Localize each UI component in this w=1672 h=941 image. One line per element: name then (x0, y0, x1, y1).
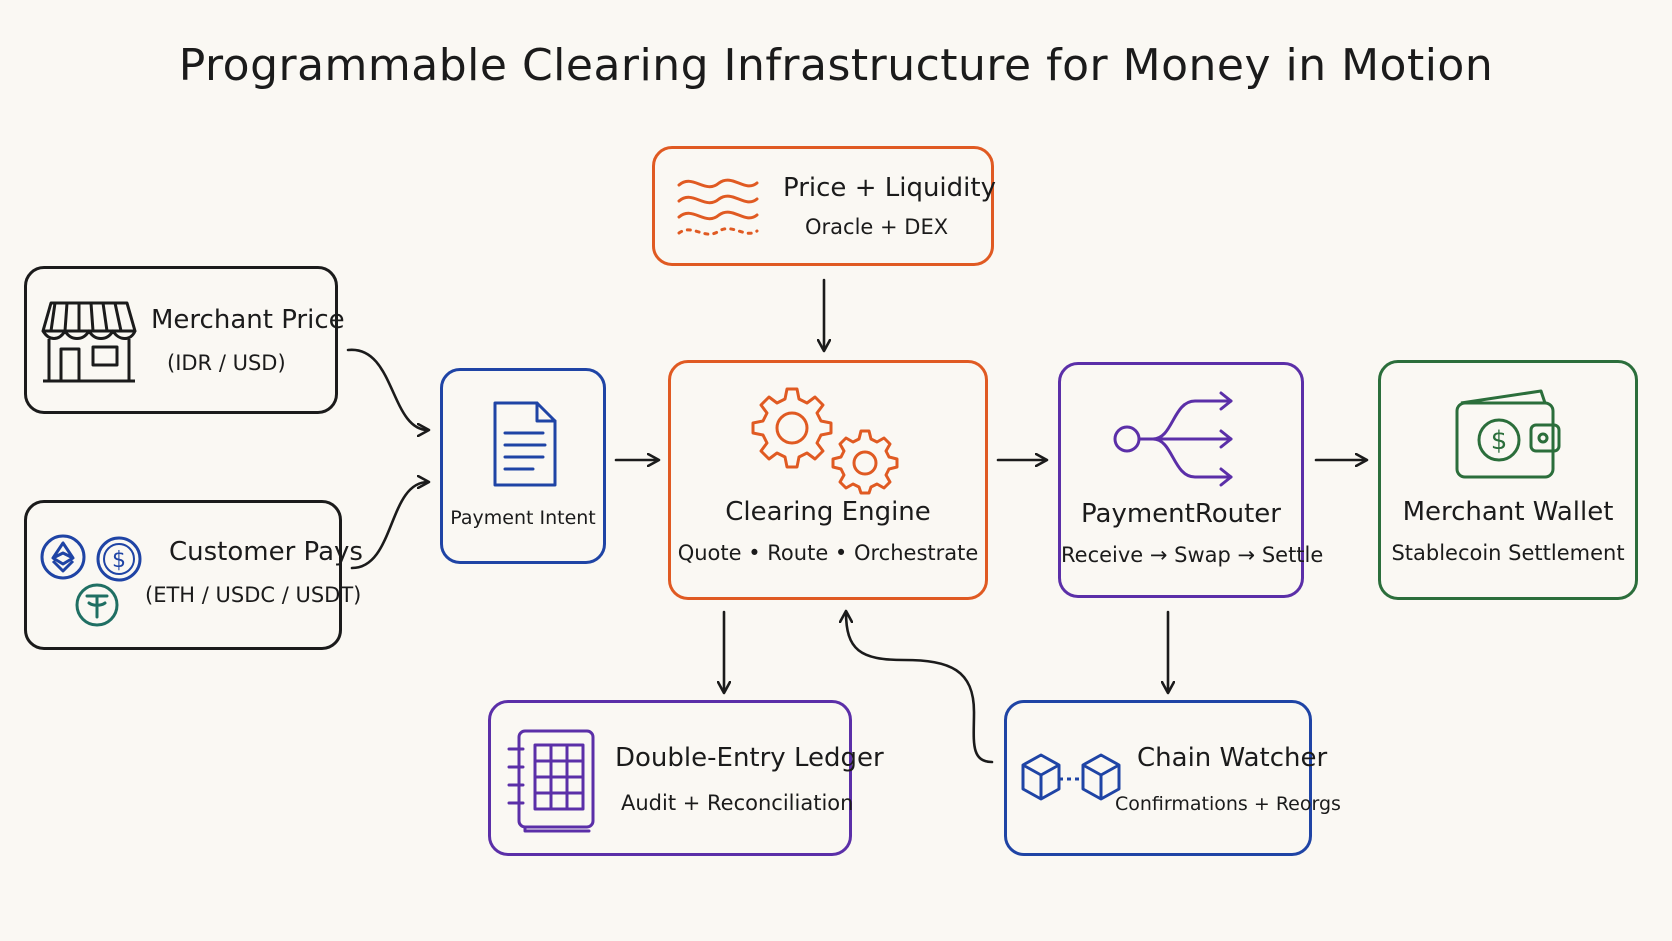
price-liquidity-node[interactable]: Price + Liquidity Oracle + DEX (652, 146, 996, 266)
chain-watcher-title: Chain Watcher (1137, 743, 1328, 773)
chain-watcher-node[interactable]: Chain Watcher Confirmations + Reorgs (1004, 700, 1341, 856)
merchant-price-title: Merchant Price (151, 305, 345, 335)
clearing-engine-title: Clearing Engine (725, 497, 931, 527)
payment-intent-node[interactable]: Payment Intent (440, 368, 606, 564)
svg-text:$: $ (112, 548, 126, 573)
payment-router-title: PaymentRouter (1081, 499, 1281, 529)
gears-icon (751, 387, 899, 495)
storefront-icon (41, 301, 137, 383)
merchant-wallet-title: Merchant Wallet (1402, 497, 1614, 527)
waves-icon (677, 178, 759, 236)
ledger-node[interactable]: Double-Entry Ledger Audit + Reconciliati… (488, 700, 884, 856)
clearing-engine-subtitle: Quote • Route • Orchestrate (677, 541, 979, 565)
customer-pays-title: Customer Pays (169, 537, 363, 567)
price-liquidity-subtitle: Oracle + DEX (805, 215, 949, 239)
arrow-watcher-to-engine (846, 612, 994, 764)
price-liquidity-title: Price + Liquidity (783, 173, 996, 203)
ledger-title: Double-Entry Ledger (615, 743, 884, 773)
arrow-customer-to-intent (350, 482, 428, 570)
crypto-coins-icon: $ (40, 534, 142, 627)
merchant-price-node[interactable]: Merchant Price (IDR / USD) (24, 266, 345, 414)
svg-text:$: $ (1491, 426, 1508, 456)
payment-router-subtitle: Receive → Swap → Settle (1061, 543, 1324, 567)
wallet-icon: $ (1455, 389, 1561, 479)
payment-intent-title: Payment Intent (450, 507, 596, 529)
document-icon (493, 401, 557, 487)
chain-watcher-subtitle: Confirmations + Reorgs (1115, 793, 1341, 815)
merchant-price-subtitle: (IDR / USD) (167, 351, 286, 375)
merchant-wallet-subtitle: Stablecoin Settlement (1391, 541, 1625, 565)
clearing-engine-node[interactable]: Clearing Engine Quote • Route • Orchestr… (668, 360, 988, 600)
arrow-merchant-price-to-intent (346, 348, 428, 430)
merchant-wallet-node[interactable]: $ Merchant Wallet Stablecoin Settlement (1378, 360, 1638, 600)
page-title: Programmable Clearing Infrastructure for… (178, 40, 1494, 91)
router-branch-icon (1113, 391, 1233, 487)
customer-pays-subtitle: (ETH / USDC / USDT) (145, 583, 362, 607)
ledger-subtitle: Audit + Reconciliation (621, 791, 854, 815)
ledger-book-icon (507, 729, 595, 833)
customer-pays-node[interactable]: $ Customer Pays (ETH / USDC / USDT) (24, 500, 363, 650)
blocks-icon (1021, 753, 1121, 801)
payment-router-node[interactable]: PaymentRouter Receive → Swap → Settle (1058, 362, 1324, 598)
